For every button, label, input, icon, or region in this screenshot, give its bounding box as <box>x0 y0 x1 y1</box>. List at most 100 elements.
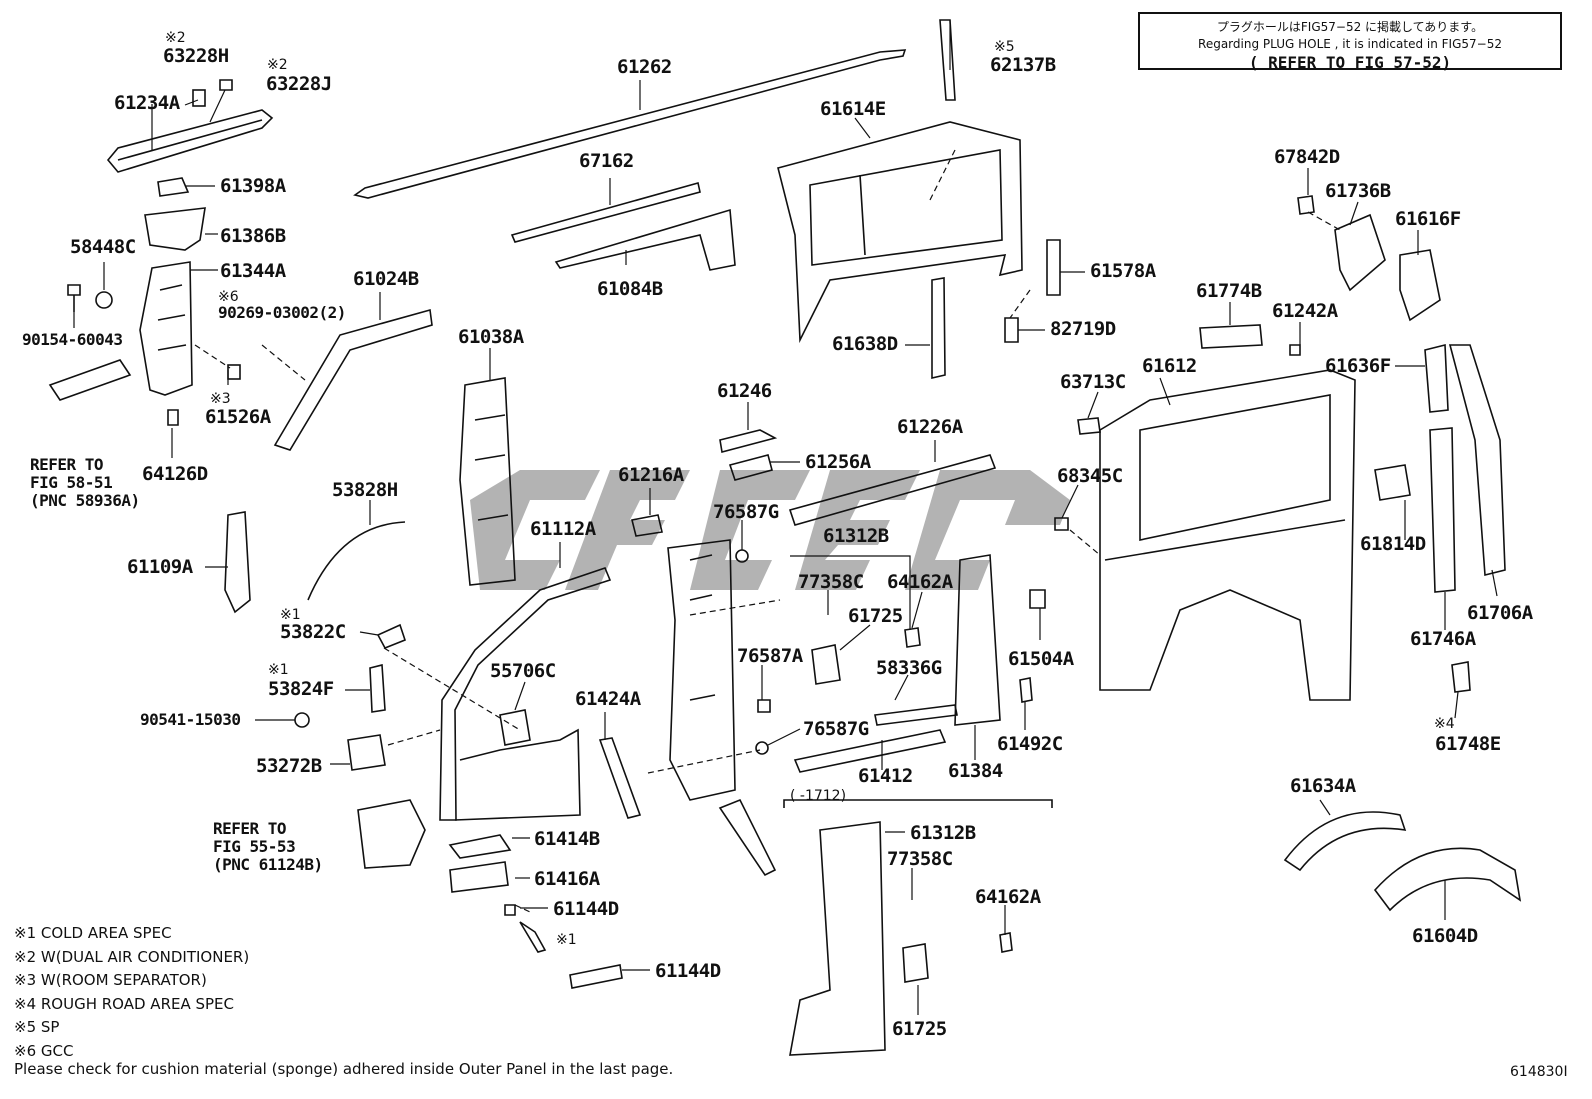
label-61706A[interactable]: 61706A <box>1467 602 1533 624</box>
label-58336G[interactable]: 58336G <box>876 657 942 679</box>
part-55706C[interactable] <box>499 709 531 746</box>
part-61386B[interactable] <box>144 207 206 251</box>
label-61725[interactable]: 61725 <box>848 605 903 627</box>
part-61312B-b[interactable] <box>789 821 886 1056</box>
label-61604D[interactable]: 61604D <box>1412 925 1478 947</box>
part-61616F[interactable] <box>1399 249 1441 322</box>
part-61112A[interactable] <box>439 567 612 821</box>
label-64126D[interactable]: 64126D <box>142 463 208 485</box>
part-61638D[interactable] <box>931 277 946 380</box>
label-53822C[interactable]: 53822C <box>280 621 346 643</box>
part-61416A[interactable] <box>449 861 509 893</box>
part-68345C[interactable] <box>1054 517 1069 531</box>
label-77358C[interactable]: 77358C <box>887 848 953 870</box>
label-61242A[interactable]: 61242A <box>1272 300 1338 322</box>
part-61748E[interactable] <box>1451 661 1471 693</box>
ref-fig-55-53[interactable]: REFER TO FIG 55-53 (PNC 61124B) <box>213 820 323 874</box>
label-61024B[interactable]: 61024B <box>353 268 419 290</box>
label-61256A[interactable]: 61256A <box>805 451 871 473</box>
label-61312B[interactable]: 61312B <box>823 525 889 547</box>
part-61526A[interactable] <box>227 364 241 380</box>
part-53272B[interactable] <box>347 734 386 771</box>
label-77358C[interactable]: 77358C <box>798 571 864 593</box>
label-55706C[interactable]: 55706C <box>490 660 556 682</box>
part-61774B[interactable] <box>1199 324 1263 349</box>
part-76587G-b[interactable] <box>755 741 769 755</box>
ref-fig-58-51[interactable]: REFER TO FIG 58-51 (PNC 58936A) <box>30 456 140 510</box>
part-61312B-a[interactable] <box>667 539 736 801</box>
part-58336G[interactable] <box>874 704 958 726</box>
part-62137B[interactable] <box>939 19 956 101</box>
part-76587A[interactable] <box>757 699 771 713</box>
part-61736B[interactable] <box>1334 213 1386 292</box>
label-61144D[interactable]: 61144D <box>553 898 619 920</box>
label-90269-03002[interactable]: 90269-03002(2) <box>218 303 346 322</box>
label-61612[interactable]: 61612 <box>1142 355 1197 377</box>
label-61109A[interactable]: 61109A <box>127 556 193 578</box>
label-61526A[interactable]: 61526A <box>205 406 271 428</box>
part-61424A[interactable] <box>598 737 642 819</box>
part-61038A[interactable] <box>459 377 516 586</box>
part-90541-15030[interactable] <box>294 712 310 728</box>
part-61234A[interactable] <box>106 109 274 173</box>
label-64162A[interactable]: 64162A <box>887 571 953 593</box>
label-64162A[interactable]: 64162A <box>975 886 1041 908</box>
part-61492C[interactable] <box>1019 677 1033 703</box>
part-61614E[interactable] <box>777 121 1023 344</box>
part-61578A[interactable] <box>1046 239 1061 296</box>
label-61414B[interactable]: 61414B <box>534 828 600 850</box>
part-64162A-a[interactable] <box>904 627 921 648</box>
label-61312B[interactable]: 61312B <box>910 822 976 844</box>
part-53822C[interactable] <box>376 623 406 650</box>
part-63713C[interactable] <box>1077 417 1101 435</box>
part-63228J[interactable] <box>219 79 233 91</box>
label-61344A[interactable]: 61344A <box>220 260 286 282</box>
label-67162[interactable]: 67162 <box>579 150 634 172</box>
label-61634A[interactable]: 61634A <box>1290 775 1356 797</box>
label-61492C[interactable]: 61492C <box>997 733 1063 755</box>
part-61144D-a[interactable] <box>504 904 516 916</box>
part-61109A[interactable] <box>224 511 251 614</box>
label-61386B[interactable]: 61386B <box>220 225 286 247</box>
part-53828H[interactable] <box>307 521 406 601</box>
label-61226A[interactable]: 61226A <box>897 416 963 438</box>
part-58448C[interactable] <box>95 291 113 309</box>
part-61604D[interactable] <box>1373 847 1522 912</box>
part-61414B[interactable] <box>448 834 512 859</box>
label-76587G[interactable]: 76587G <box>803 718 869 740</box>
label-61638D[interactable]: 61638D <box>832 333 898 355</box>
label-61614E[interactable]: 61614E <box>820 98 886 120</box>
label-61814D[interactable]: 61814D <box>1360 533 1426 555</box>
label-61736B[interactable]: 61736B <box>1325 180 1391 202</box>
label-62137B[interactable]: 62137B <box>990 54 1056 76</box>
label-61246[interactable]: 61246 <box>717 380 772 402</box>
part-61412[interactable] <box>793 729 947 773</box>
part-61344A[interactable] <box>139 261 193 396</box>
part-63228H[interactable] <box>192 89 206 107</box>
label-90541-15030[interactable]: 90541-15030 <box>140 710 241 729</box>
label-63228J[interactable]: 63228J <box>266 73 332 95</box>
part-61384[interactable] <box>954 554 1001 726</box>
label-61084B[interactable]: 61084B <box>597 278 663 300</box>
label-61616F[interactable]: 61616F <box>1395 208 1461 230</box>
label-61774B[interactable]: 61774B <box>1196 280 1262 302</box>
part-61124B-ref[interactable] <box>357 799 426 869</box>
label-61216A[interactable]: 61216A <box>618 464 684 486</box>
label-61636F[interactable]: 61636F <box>1325 355 1391 377</box>
part-61084B[interactable] <box>554 208 736 271</box>
label-53828H[interactable]: 53828H <box>332 479 398 501</box>
label-61112A[interactable]: 61112A <box>530 518 596 540</box>
label-76587A[interactable]: 76587A <box>737 645 803 667</box>
part-61725-b[interactable] <box>902 943 929 983</box>
label-76587G[interactable]: 76587G <box>713 501 779 523</box>
label-61234A[interactable]: 61234A <box>114 92 180 114</box>
label-53272B[interactable]: 53272B <box>256 755 322 777</box>
part-61746A[interactable] <box>1429 427 1456 593</box>
part-61725[interactable] <box>811 644 841 685</box>
label-61412[interactable]: 61412 <box>858 765 913 787</box>
label-61578A[interactable]: 61578A <box>1090 260 1156 282</box>
part-64126D[interactable] <box>167 409 179 426</box>
label-67842D[interactable]: 67842D <box>1274 146 1340 168</box>
label-90154-60043[interactable]: 90154-60043 <box>22 330 123 349</box>
part-61706A[interactable] <box>1448 344 1506 577</box>
